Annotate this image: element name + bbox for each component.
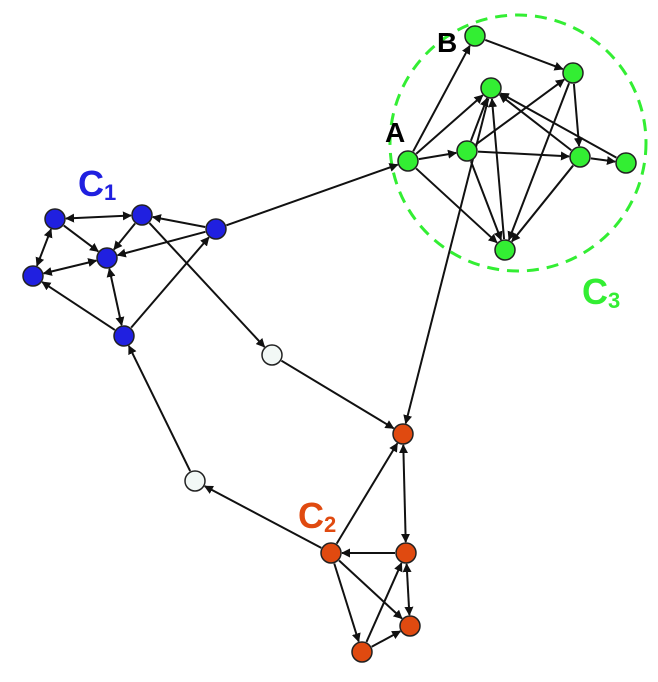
edge-b5-b3 [41, 281, 116, 331]
node-A [397, 150, 419, 172]
edge-b2-b4 [113, 222, 136, 251]
edge-b1-b3 [35, 228, 53, 267]
node-o4 [351, 641, 373, 663]
edge-B-g5 [484, 38, 564, 71]
node-w1 [261, 344, 283, 366]
nodes-layer [22, 25, 637, 663]
edge-b6-b4 [116, 230, 206, 258]
edge-w2-b5 [127, 345, 192, 472]
edge-g7-g8 [499, 92, 617, 159]
node-b4 [96, 247, 118, 269]
edge-o2-o5 [402, 563, 414, 616]
node-g6 [569, 146, 591, 168]
label-c2-main: C [298, 495, 324, 536]
edge-w1-o1 [280, 359, 395, 430]
node-o2 [395, 542, 417, 564]
edge-g6-g3 [511, 164, 574, 243]
node-b5 [113, 325, 135, 347]
label-c1: C 1 [78, 163, 116, 205]
edge-o4-o2 [365, 562, 403, 643]
label-c2: C 2 [298, 495, 336, 537]
node-o1 [392, 423, 414, 445]
node-g5 [562, 62, 584, 84]
edge-b1-b4 [63, 224, 99, 253]
node-b1 [44, 208, 66, 230]
label-c3-subscript: 3 [608, 288, 620, 313]
edge-A-g3 [415, 167, 498, 244]
edge-A-B [412, 44, 471, 152]
edge-g4-g6 [477, 150, 570, 161]
label-node-b: B [437, 27, 457, 58]
node-B [464, 25, 486, 47]
edge-g6-g8 [498, 93, 572, 152]
edge-b3-b4 [42, 258, 98, 276]
edge-o4-o5 [371, 630, 402, 648]
edge-A-g8 [415, 94, 484, 155]
edge-o1-o2 [398, 444, 411, 543]
edge-g3-g8 [488, 98, 506, 240]
node-b6 [205, 218, 227, 240]
edge-b6-b2 [151, 214, 206, 228]
label-c1-main: C [78, 163, 104, 204]
label-c3: C 3 [582, 271, 620, 313]
edge-b1-b2 [65, 211, 132, 223]
label-c1-subscript: 1 [104, 180, 116, 205]
edge-o3-o5 [338, 559, 403, 620]
label-c3-main: C [582, 271, 608, 312]
label-c2-subscript: 2 [324, 512, 336, 537]
edge-o3-w2 [203, 485, 322, 549]
edge-g4-g8 [469, 97, 489, 142]
edge-g4-g3 [470, 160, 503, 241]
node-g8 [480, 77, 502, 99]
node-b3 [22, 265, 44, 287]
edge-b6-A [226, 163, 399, 227]
node-g7 [615, 152, 637, 174]
edge-b4-b5 [106, 267, 125, 327]
edge-g4-g5 [475, 78, 565, 146]
node-g4 [456, 140, 478, 162]
node-b2 [131, 204, 153, 226]
node-o5 [399, 615, 421, 637]
label-node-a: A [385, 117, 405, 148]
node-g3 [494, 239, 516, 261]
edge-b2-w1 [148, 222, 266, 348]
edge-o3-o4 [333, 563, 361, 643]
node-w2 [184, 470, 206, 492]
edge-g5-g3 [507, 82, 570, 241]
edge-o3-o1 [335, 442, 399, 545]
edge-A-g4 [418, 149, 458, 161]
edge-g6-g7 [590, 156, 616, 165]
community-c3-boundary [388, 13, 648, 273]
node-o3 [320, 542, 342, 564]
edge-b5-b6 [130, 236, 210, 329]
